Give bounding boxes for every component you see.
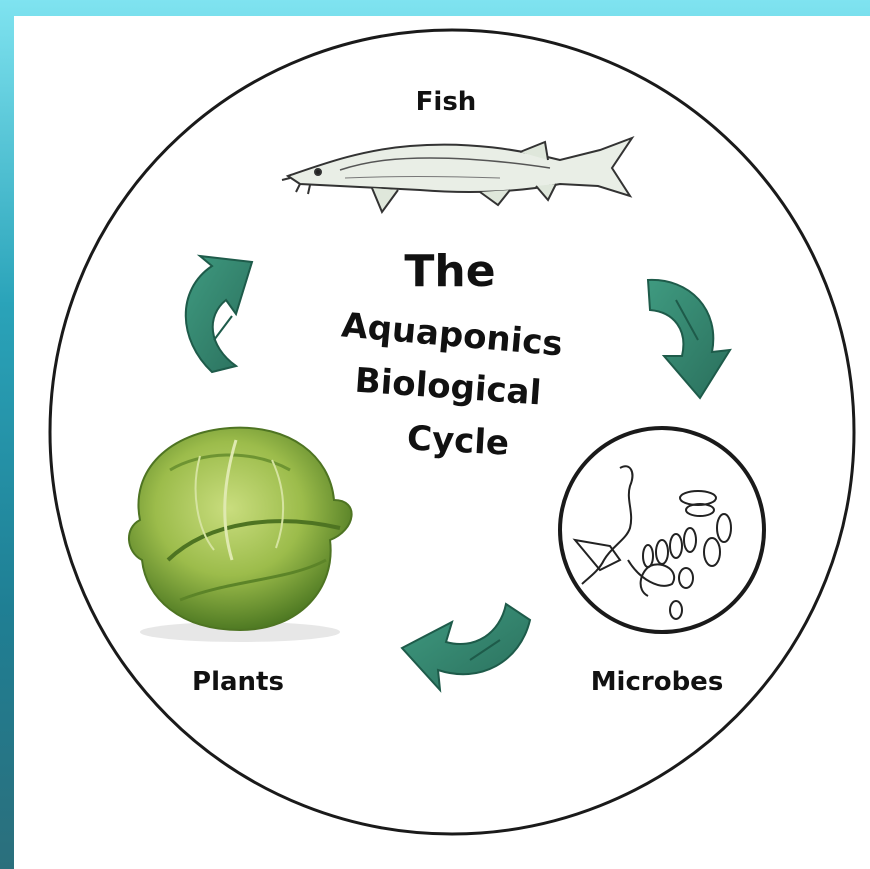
plants-label: Plants (192, 667, 284, 697)
microbes-label: Microbes (591, 667, 724, 697)
title-line-1: The (404, 246, 495, 297)
fish-label: Fish (416, 87, 477, 117)
title-line-4: Cycle (406, 418, 510, 463)
microscope-view-illustration (560, 428, 764, 632)
